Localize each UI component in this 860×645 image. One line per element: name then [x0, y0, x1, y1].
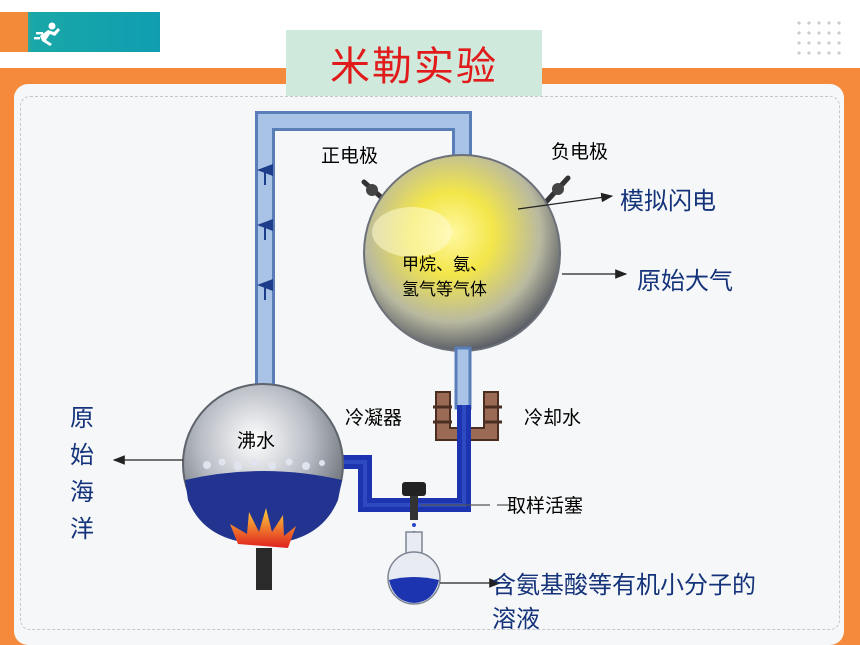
header-logo-bar [0, 12, 160, 52]
label-negative-electrode: 负电极 [551, 141, 609, 163]
label-cooling-water: 冷却水 [524, 407, 582, 429]
runner-icon [34, 22, 60, 46]
title-banner: 米勒实验 [286, 30, 542, 96]
decorative-dot-grid [794, 18, 846, 56]
label-boiling-water: 沸水 [237, 430, 276, 452]
page-title: 米勒实验 [330, 44, 498, 90]
stopcock-valve [402, 482, 426, 496]
condenser-jacket [435, 391, 499, 441]
content-panel-border [20, 96, 840, 630]
burner-flame [230, 508, 296, 548]
label-primitive-ocean: 原始海洋 [70, 404, 94, 543]
label-solution-line1: 含氨基酸等有机小分子的 [492, 571, 756, 599]
upper-flask-outlet [454, 346, 472, 410]
arrow-lightning [517, 192, 614, 210]
label-sampling-stopcock: 取样活塞 [507, 495, 584, 517]
label-solution: 含氨基酸等有机小分子的 溶液 [492, 568, 756, 636]
label-positive-electrode: 正电极 [321, 145, 379, 167]
label-gas-mixture-line2: 氢气等气体 [402, 280, 487, 300]
label-gas-mixture: 甲烷、氨、 氢气等气体 [402, 253, 530, 303]
label-solution-line2: 溶液 [492, 605, 540, 633]
label-condenser: 冷凝器 [345, 407, 403, 429]
burner [256, 548, 272, 590]
label-primitive-atmosphere: 原始大气 [637, 267, 733, 295]
label-simulated-lightning: 模拟闪电 [620, 187, 716, 215]
label-gas-mixture-line1: 甲烷、氨、 [402, 255, 487, 275]
